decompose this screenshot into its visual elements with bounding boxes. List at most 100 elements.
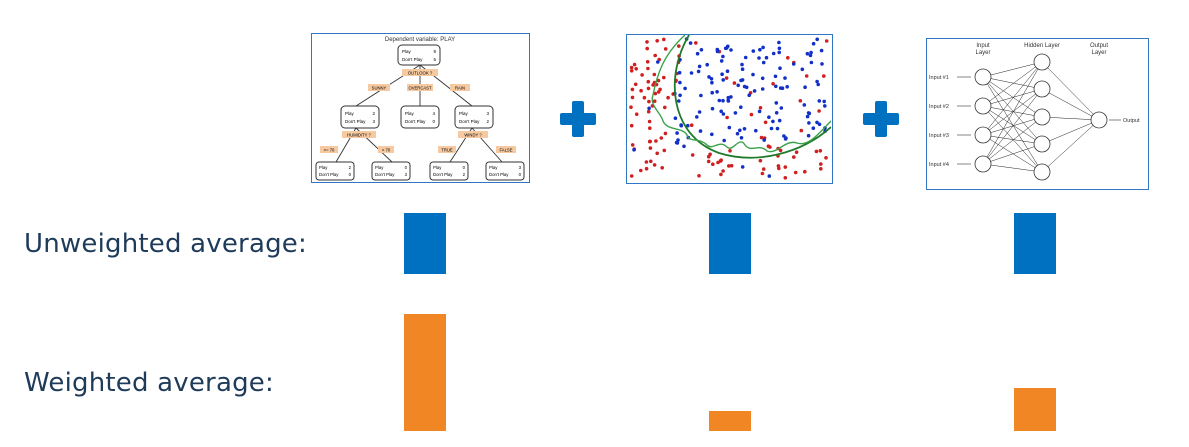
svg-text:Play: Play [433, 165, 442, 170]
blue-point [696, 69, 701, 74]
tree-leaf-2: Play 0 Don't Play 3 [371, 161, 411, 181]
blue-point [757, 109, 762, 114]
blue-point [738, 128, 742, 133]
unweighted-average-label: Unweighted average: [24, 229, 307, 259]
blue-point [689, 71, 694, 75]
blue-point [688, 41, 693, 45]
blue-point [777, 40, 781, 45]
blue-point [751, 49, 756, 53]
red-point [663, 131, 668, 136]
input-label: Input #3 [929, 133, 949, 139]
output-node [1090, 111, 1108, 129]
blue-point [697, 110, 702, 114]
blue-point [647, 106, 651, 111]
blue-point [686, 123, 690, 128]
red-point [646, 79, 651, 84]
blue-point [719, 59, 724, 63]
blue-point [820, 62, 824, 66]
unweighted-bar-neural-network [1014, 213, 1056, 274]
red-point [629, 69, 634, 73]
nn-connection [982, 88, 1043, 136]
red-point [662, 37, 666, 42]
nn-connection [982, 76, 1043, 173]
svg-text:Play: Play [319, 165, 328, 170]
red-point [645, 40, 649, 44]
blue-point [757, 56, 761, 60]
red-point [653, 53, 657, 58]
red-point [799, 128, 804, 133]
blue-point [699, 93, 703, 98]
svg-text:Play: Play [405, 111, 415, 116]
hidden-layer-title: Hidden Layer [1024, 43, 1060, 49]
red-point [663, 105, 667, 110]
blue-point [742, 127, 747, 131]
blue-point [761, 45, 765, 50]
output-label: Output [1123, 118, 1140, 124]
red-point [728, 149, 732, 153]
red-point [662, 75, 666, 80]
blue-point [774, 101, 779, 105]
blue-point [710, 90, 714, 95]
blue-point [767, 115, 771, 119]
red-point [639, 88, 643, 93]
red-point [758, 158, 763, 163]
tree-leaf-4: Play 3 Don't Play 0 [485, 161, 525, 181]
nn-connection [1041, 116, 1100, 121]
red-point [761, 167, 766, 171]
red-point [655, 39, 659, 43]
blue-point [736, 83, 740, 88]
blue-point [816, 82, 820, 87]
decision-tree-image: Dependent variable: PLAY Play 9 Don't Pl… [311, 33, 530, 183]
blue-point [771, 119, 775, 124]
blue-point [726, 99, 731, 103]
nn-connection [1041, 119, 1100, 173]
weighted-bar-classifier [709, 411, 751, 431]
blue-point [775, 126, 780, 131]
blue-point [710, 106, 715, 111]
blue-point [710, 80, 714, 85]
red-point [760, 171, 765, 176]
blue-point [733, 111, 738, 115]
blue-point [721, 98, 725, 103]
hidden-node [1033, 163, 1051, 181]
blue-point [817, 122, 822, 127]
nn-connection [982, 134, 1043, 173]
red-point [644, 166, 649, 171]
red-point [719, 172, 723, 177]
red-point [697, 174, 701, 178]
classifier-scatter-image [626, 34, 833, 184]
red-point [646, 86, 651, 91]
blue-point [805, 51, 810, 56]
svg-text:5: 5 [433, 57, 436, 62]
red-point [645, 60, 650, 64]
red-point [658, 87, 662, 92]
red-point [663, 47, 668, 51]
hidden-node [1033, 135, 1051, 153]
blue-point [678, 93, 682, 98]
blue-point [632, 148, 636, 152]
red-point [689, 123, 694, 127]
red-point [749, 112, 754, 117]
svg-text:3: 3 [405, 172, 408, 177]
hidden-node [1033, 80, 1051, 98]
blue-point [778, 66, 782, 70]
blue-point [747, 93, 751, 97]
blue-point [771, 51, 776, 56]
blue-point [740, 62, 744, 67]
weighted-average-label: Weighted average: [24, 368, 274, 398]
blue-point [805, 114, 810, 119]
svg-text:0: 0 [432, 119, 435, 124]
nn-connection [982, 105, 1043, 118]
blue-point [677, 70, 682, 75]
tree-root-node: Play 9 Don't Play 5 [397, 44, 441, 66]
red-point [724, 76, 729, 80]
red-point [716, 160, 720, 165]
input-node [974, 68, 992, 86]
red-point [634, 112, 639, 116]
blue-point [815, 37, 819, 42]
decision-tree-diagram: Dependent variable: PLAY Play 9 Don't Pl… [315, 37, 525, 181]
red-point [732, 81, 737, 85]
red-point [798, 99, 803, 103]
red-point [794, 150, 799, 154]
red-point [630, 143, 635, 147]
